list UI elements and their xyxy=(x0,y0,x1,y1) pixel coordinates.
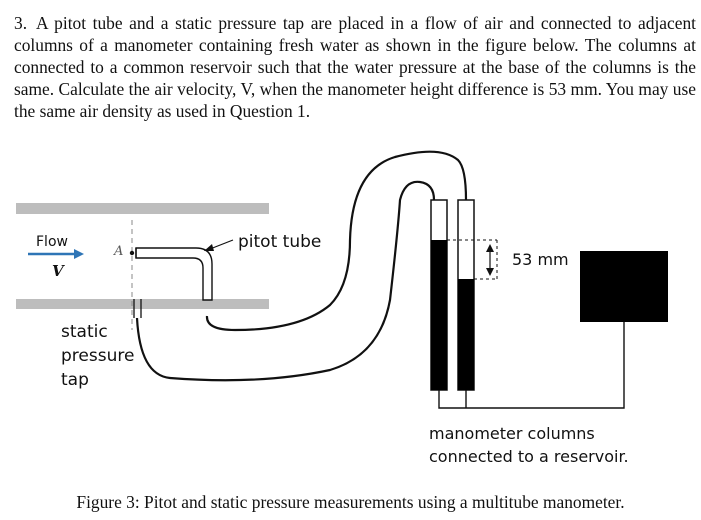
pitot-tubing xyxy=(205,150,468,332)
flow-arrow-icon xyxy=(28,249,84,259)
point-a-marker xyxy=(129,250,135,256)
manometer-label: manometer columns connected to a reservo… xyxy=(429,424,629,466)
point-a-label: A xyxy=(114,244,124,259)
pitot-tube-label: pitot tube xyxy=(238,232,322,252)
velocity-symbol: V xyxy=(52,262,64,280)
static-pressure-tap-label: static pressure tap xyxy=(61,322,135,390)
pitot-tube xyxy=(135,247,213,301)
pitot-pointer-icon xyxy=(204,239,234,251)
static-tubing xyxy=(135,180,436,382)
question-text: 3.A pitot tube and a static pressure tap… xyxy=(14,12,696,122)
static-tap-stub xyxy=(133,299,142,318)
right-column-fluid xyxy=(458,279,474,390)
figure-drawing xyxy=(16,150,668,409)
height-arrow-icon xyxy=(486,244,494,276)
reservoir xyxy=(580,251,668,322)
question-body: A pitot tube and a static pressure tap a… xyxy=(14,13,696,121)
question-number: 3. xyxy=(14,13,28,33)
pipe-top-wall xyxy=(16,203,269,214)
pipe-bottom-wall xyxy=(16,299,269,309)
reservoir-connection xyxy=(438,322,625,409)
left-column-fluid xyxy=(431,240,447,390)
figure-caption: Figure 3: Pitot and static pressure meas… xyxy=(76,492,625,512)
flow-label: Flow xyxy=(36,234,68,250)
pitot-manometer-figure xyxy=(0,140,701,470)
height-difference-label: 53 mm xyxy=(512,250,569,269)
